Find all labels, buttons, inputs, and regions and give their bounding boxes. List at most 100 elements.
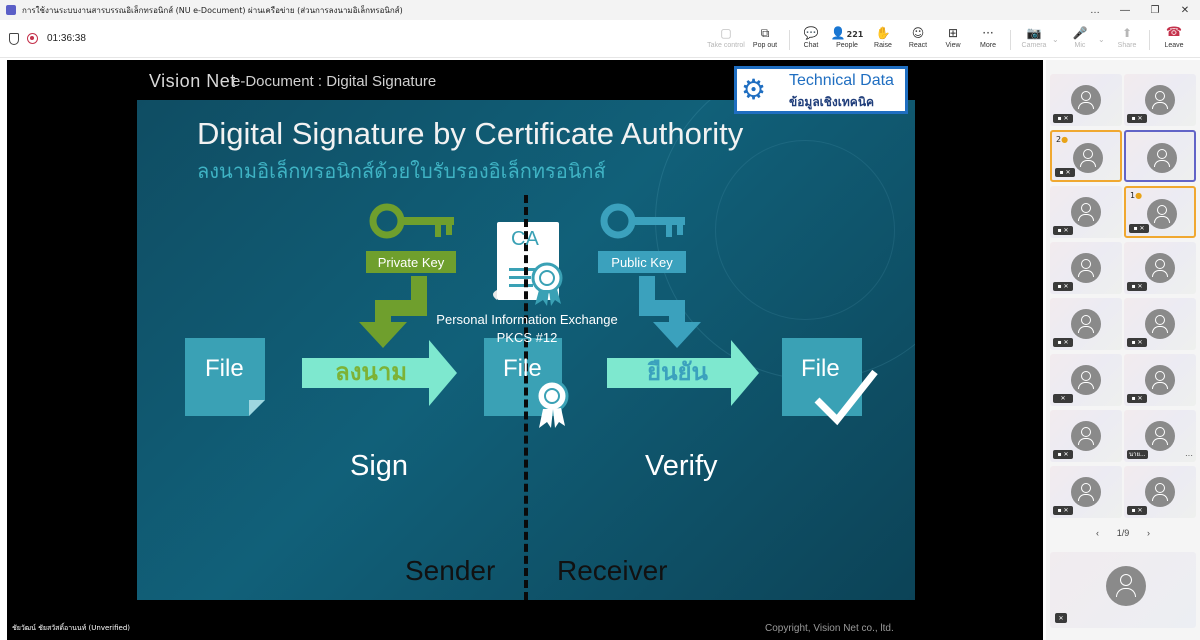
sender-label: Sender bbox=[405, 555, 496, 586]
verify-label: Verify bbox=[645, 450, 718, 482]
shared-screen-stage: Vision Net e-Document : Digital Signatur… bbox=[7, 60, 1043, 640]
react-button[interactable]: ☺ React bbox=[897, 25, 939, 55]
participant-tile[interactable]: นาย...··· bbox=[1124, 410, 1196, 462]
avatar-icon bbox=[1145, 85, 1175, 115]
pager-prev-icon[interactable]: ‹ bbox=[1096, 528, 1099, 538]
raise-hand-button[interactable]: ✋ Raise bbox=[862, 25, 904, 55]
maximize-button[interactable]: ❐ bbox=[1150, 4, 1160, 16]
title-bar: การใช้งานระบบงานสารบรรณอิเล็กทรอนิกส์ (N… bbox=[0, 0, 1200, 20]
minimize-button[interactable]: — bbox=[1120, 4, 1130, 16]
sender-receiver-divider bbox=[524, 195, 528, 600]
technical-data-thai-label: ข้อมูลเชิงเทคนิค bbox=[789, 95, 875, 109]
participant-tile[interactable]: ✕ bbox=[1050, 354, 1122, 406]
avatar-icon bbox=[1071, 477, 1101, 507]
toolbar-divider bbox=[1010, 30, 1011, 50]
participant-tile[interactable]: ▪ ✕ bbox=[1050, 466, 1122, 518]
more-button[interactable]: ··· More bbox=[967, 25, 1009, 55]
avatar-icon bbox=[1073, 143, 1103, 173]
toolbar-divider bbox=[789, 30, 790, 50]
participant-tile[interactable]: 2●▪ ✕ bbox=[1050, 130, 1122, 182]
people-count: 221 bbox=[846, 30, 864, 39]
camera-icon: 📷 bbox=[1026, 26, 1042, 40]
leave-label: Leave bbox=[1164, 42, 1184, 49]
technical-data-badge: ⚙ Technical Data ข้อมูลเชิงเทคนิค bbox=[734, 66, 908, 114]
mic-muted-icon: ▪ ✕ bbox=[1055, 168, 1075, 177]
mic-options-chevron-icon[interactable]: ⌄ bbox=[1098, 35, 1105, 44]
participant-tile[interactable] bbox=[1124, 130, 1196, 182]
share-button[interactable]: ⬆ Share bbox=[1106, 25, 1148, 55]
view-button[interactable]: ⊞ View bbox=[932, 25, 974, 55]
mic-muted-icon: ✕ bbox=[1055, 613, 1067, 623]
mic-muted-icon: ▪ ✕ bbox=[1127, 338, 1147, 347]
ca-caption-line2: PKCS #12 bbox=[496, 330, 558, 345]
share-icon: ⬆ bbox=[1121, 26, 1133, 40]
presentation-slide: Digital Signature by Certificate Authori… bbox=[137, 100, 915, 600]
avatar-icon bbox=[1145, 253, 1175, 283]
shield-icon bbox=[9, 33, 19, 45]
pop-out-label: Pop out bbox=[752, 42, 778, 49]
participant-tile[interactable]: ▪ ✕ bbox=[1124, 298, 1196, 350]
mic-muted-icon: ▪ ✕ bbox=[1127, 114, 1147, 123]
participant-tile[interactable]: ▪ ✕ bbox=[1124, 74, 1196, 126]
mic-muted-icon: ▪ ✕ bbox=[1053, 450, 1073, 459]
camera-button[interactable]: 📷 Camera bbox=[1013, 25, 1055, 55]
presenter-name: ชัยวัฒน์ ชัยสวัสดิ์อานนท์ (Unverified) bbox=[12, 624, 130, 632]
mic-muted-icon: ▪ ✕ bbox=[1053, 338, 1073, 347]
more-options-icon[interactable]: … bbox=[1090, 4, 1100, 16]
avatar-icon bbox=[1071, 197, 1101, 227]
participants-gallery: ▪ ✕ ▪ ✕ 2●▪ ✕ ▪ ✕ 1●▪ ✕ ▪ ✕ ▪ ✕ ▪ ✕ ▪ ✕ … bbox=[1046, 60, 1200, 640]
mic-muted-icon: ▪ ✕ bbox=[1053, 226, 1073, 235]
verify-arrow bbox=[607, 340, 759, 406]
raise-hand-icon: ✋ bbox=[875, 26, 891, 40]
gear-icon: ⚙ bbox=[741, 73, 767, 106]
pager-label: 1/9 bbox=[1116, 528, 1130, 538]
avatar-icon bbox=[1145, 365, 1175, 395]
window-title: การใช้งานระบบงานสารบรรณอิเล็กทรอนิกส์ (N… bbox=[22, 5, 403, 15]
receiver-label: Receiver bbox=[557, 555, 668, 586]
participant-tile[interactable]: ▪ ✕ bbox=[1124, 354, 1196, 406]
private-key-label: Private Key bbox=[366, 251, 456, 273]
chat-button[interactable]: 💬 Chat bbox=[790, 25, 832, 55]
participant-tile[interactable]: ▪ ✕ bbox=[1050, 74, 1122, 126]
camera-options-chevron-icon[interactable]: ⌄ bbox=[1052, 35, 1059, 44]
file-label-sender: File bbox=[205, 355, 244, 382]
pop-out-button[interactable]: ⧉ Pop out bbox=[744, 25, 786, 55]
self-view-tile[interactable]: ✕ bbox=[1050, 552, 1196, 628]
public-key-label: Public Key bbox=[598, 251, 686, 273]
react-icon: ☺ bbox=[911, 26, 925, 40]
slide-subtitle: ลงนามอิเล็กทรอนิกส์ด้วยใบรับรองอิเล็กทรอ… bbox=[197, 159, 606, 183]
react-label: React bbox=[908, 42, 928, 49]
file-icon-signed bbox=[484, 338, 569, 428]
slide-graphics bbox=[185, 203, 878, 428]
verify-down-arrow bbox=[639, 276, 701, 348]
mic-muted-icon: ▪ ✕ bbox=[1127, 394, 1147, 403]
people-icon-wrap: 👤221 bbox=[831, 25, 864, 41]
raised-hand-badge: 1● bbox=[1130, 191, 1142, 200]
pager-next-icon[interactable]: › bbox=[1146, 528, 1150, 538]
raised-hand-order: 1 bbox=[1130, 191, 1136, 200]
participant-tile[interactable]: ▪ ✕ bbox=[1124, 242, 1196, 294]
close-button[interactable]: ✕ bbox=[1180, 4, 1190, 16]
participant-tile[interactable]: 1● ▪ ✕ bbox=[1124, 186, 1196, 238]
participant-tile[interactable]: ▪ ✕ bbox=[1050, 186, 1122, 238]
sign-down-arrow bbox=[359, 276, 427, 348]
leave-button[interactable]: ☎ Leave bbox=[1153, 25, 1195, 55]
participant-tile[interactable]: ▪ ✕ bbox=[1124, 466, 1196, 518]
decor-circle bbox=[715, 140, 895, 320]
mic-muted-icon: ▪ ✕ bbox=[1129, 224, 1149, 233]
participant-tile[interactable]: ▪ ✕ bbox=[1050, 242, 1122, 294]
take-control-label: Take control bbox=[707, 42, 745, 49]
vision-net-logo: Vision Net bbox=[149, 71, 236, 91]
people-label: People bbox=[836, 42, 858, 49]
people-button[interactable]: 👤221 People bbox=[826, 25, 868, 55]
tile-more-icon[interactable]: ··· bbox=[1185, 451, 1193, 460]
take-control-icon: ▢ bbox=[720, 26, 732, 40]
raised-hand-icon: ● bbox=[1135, 191, 1143, 200]
thai-verify-label: ยืนยัน bbox=[647, 358, 708, 386]
take-control-button[interactable]: ▢ Take control bbox=[705, 25, 747, 55]
mic-button[interactable]: 🎤 Mic bbox=[1059, 25, 1101, 55]
mic-muted-icon: ▪ ✕ bbox=[1053, 282, 1073, 291]
participant-tile[interactable]: ▪ ✕ bbox=[1050, 410, 1122, 462]
view-label: View bbox=[945, 42, 961, 49]
participant-tile[interactable]: ▪ ✕ bbox=[1050, 298, 1122, 350]
